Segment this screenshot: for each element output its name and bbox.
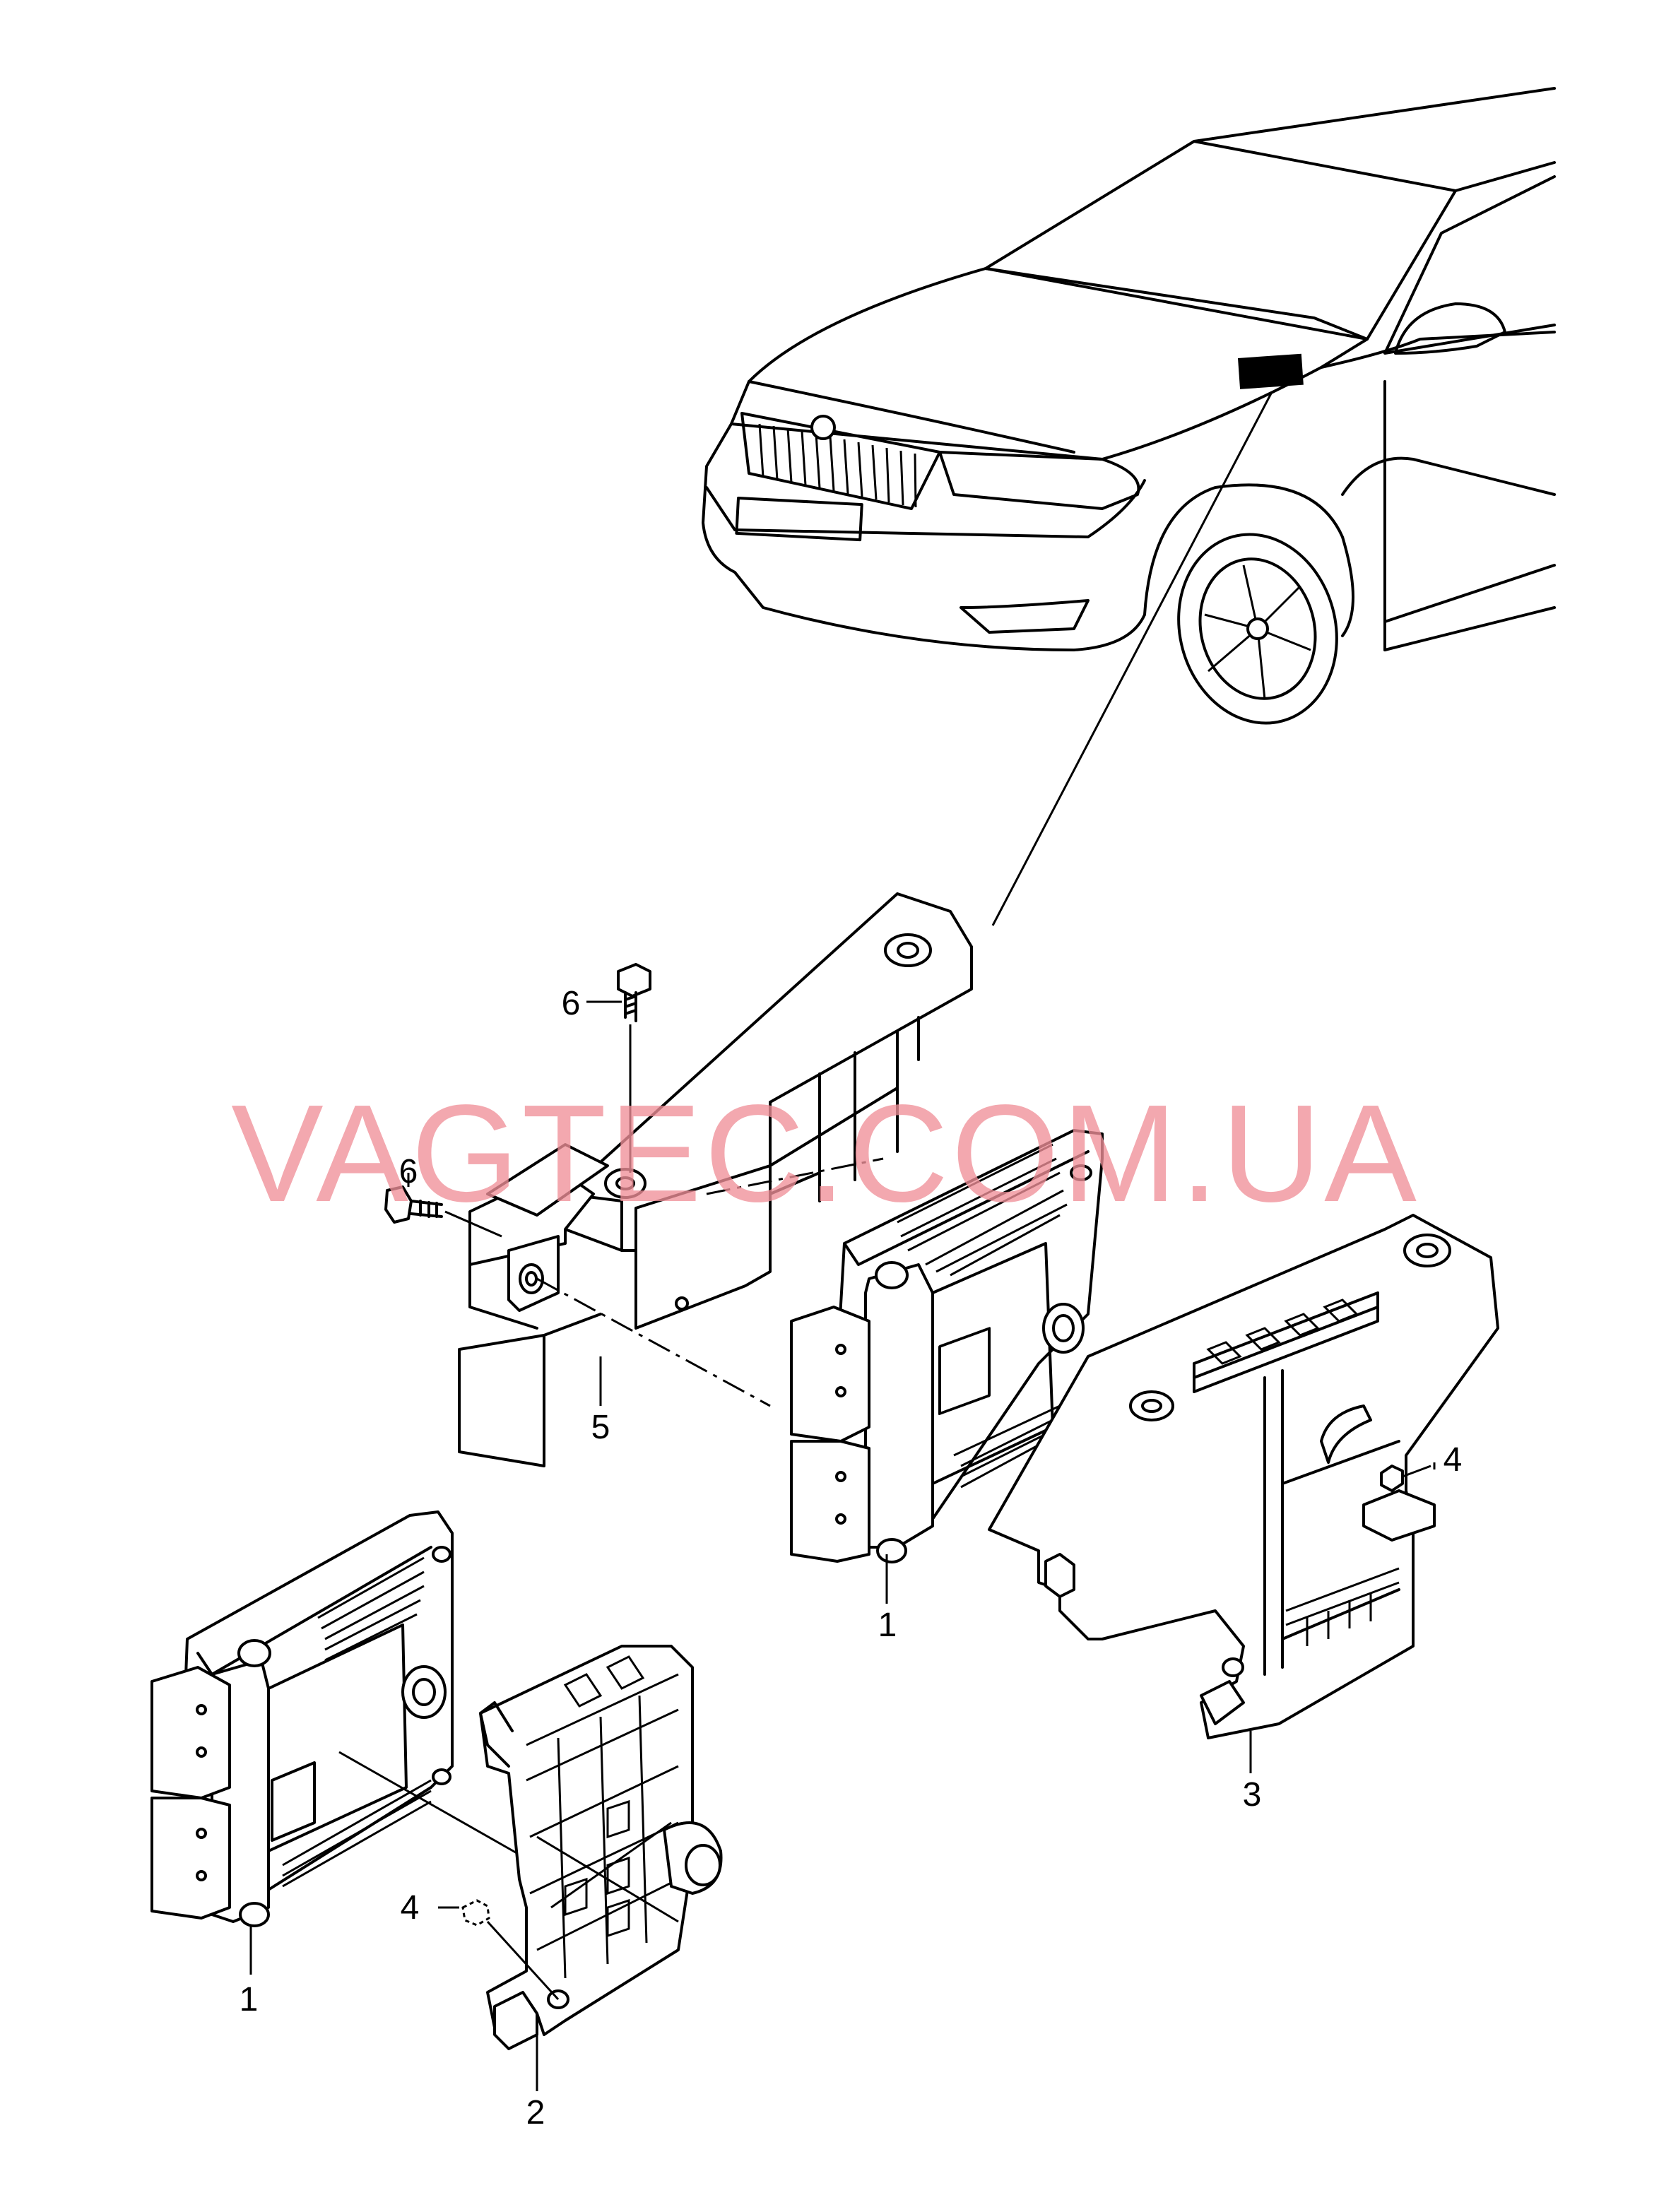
car-illustration: [702, 87, 1556, 725]
alignment-line-cover: [536, 1277, 771, 1407]
nut-main: [1380, 1465, 1431, 1492]
callout-5: 5: [591, 1409, 610, 1446]
watermark: VAGTEC.COM.UA: [231, 1076, 1419, 1231]
bracket-alt: [479, 1645, 723, 2050]
location-marker: [1238, 353, 1304, 389]
callout-1-alt: 1: [240, 1981, 259, 2018]
callout-4-main: 4: [1443, 1441, 1463, 1479]
alignment-line-cover-top: [706, 1157, 884, 1195]
alignment-line-alt: [338, 1751, 520, 1856]
control-unit-main: [790, 1129, 1104, 1563]
bolt-side: [384, 1185, 502, 1238]
callout-2: 2: [526, 2094, 545, 2131]
control-unit-alt: [150, 1510, 454, 1927]
callout-6-top: 6: [562, 985, 581, 1022]
cover-housing: [458, 892, 973, 1467]
callout-6-side: 6: [399, 1153, 418, 1190]
bracket-main: [988, 1214, 1499, 1739]
callout-4-alt: 4: [401, 1889, 420, 1927]
location-leader-line: [991, 391, 1273, 926]
nut-alt: [461, 1899, 560, 2001]
callout-leaders: [249, 1000, 1436, 2091]
bolt-top: [617, 963, 651, 1173]
callout-1-main: 1: [878, 1607, 897, 1644]
callout-3: 3: [1243, 1776, 1262, 1814]
